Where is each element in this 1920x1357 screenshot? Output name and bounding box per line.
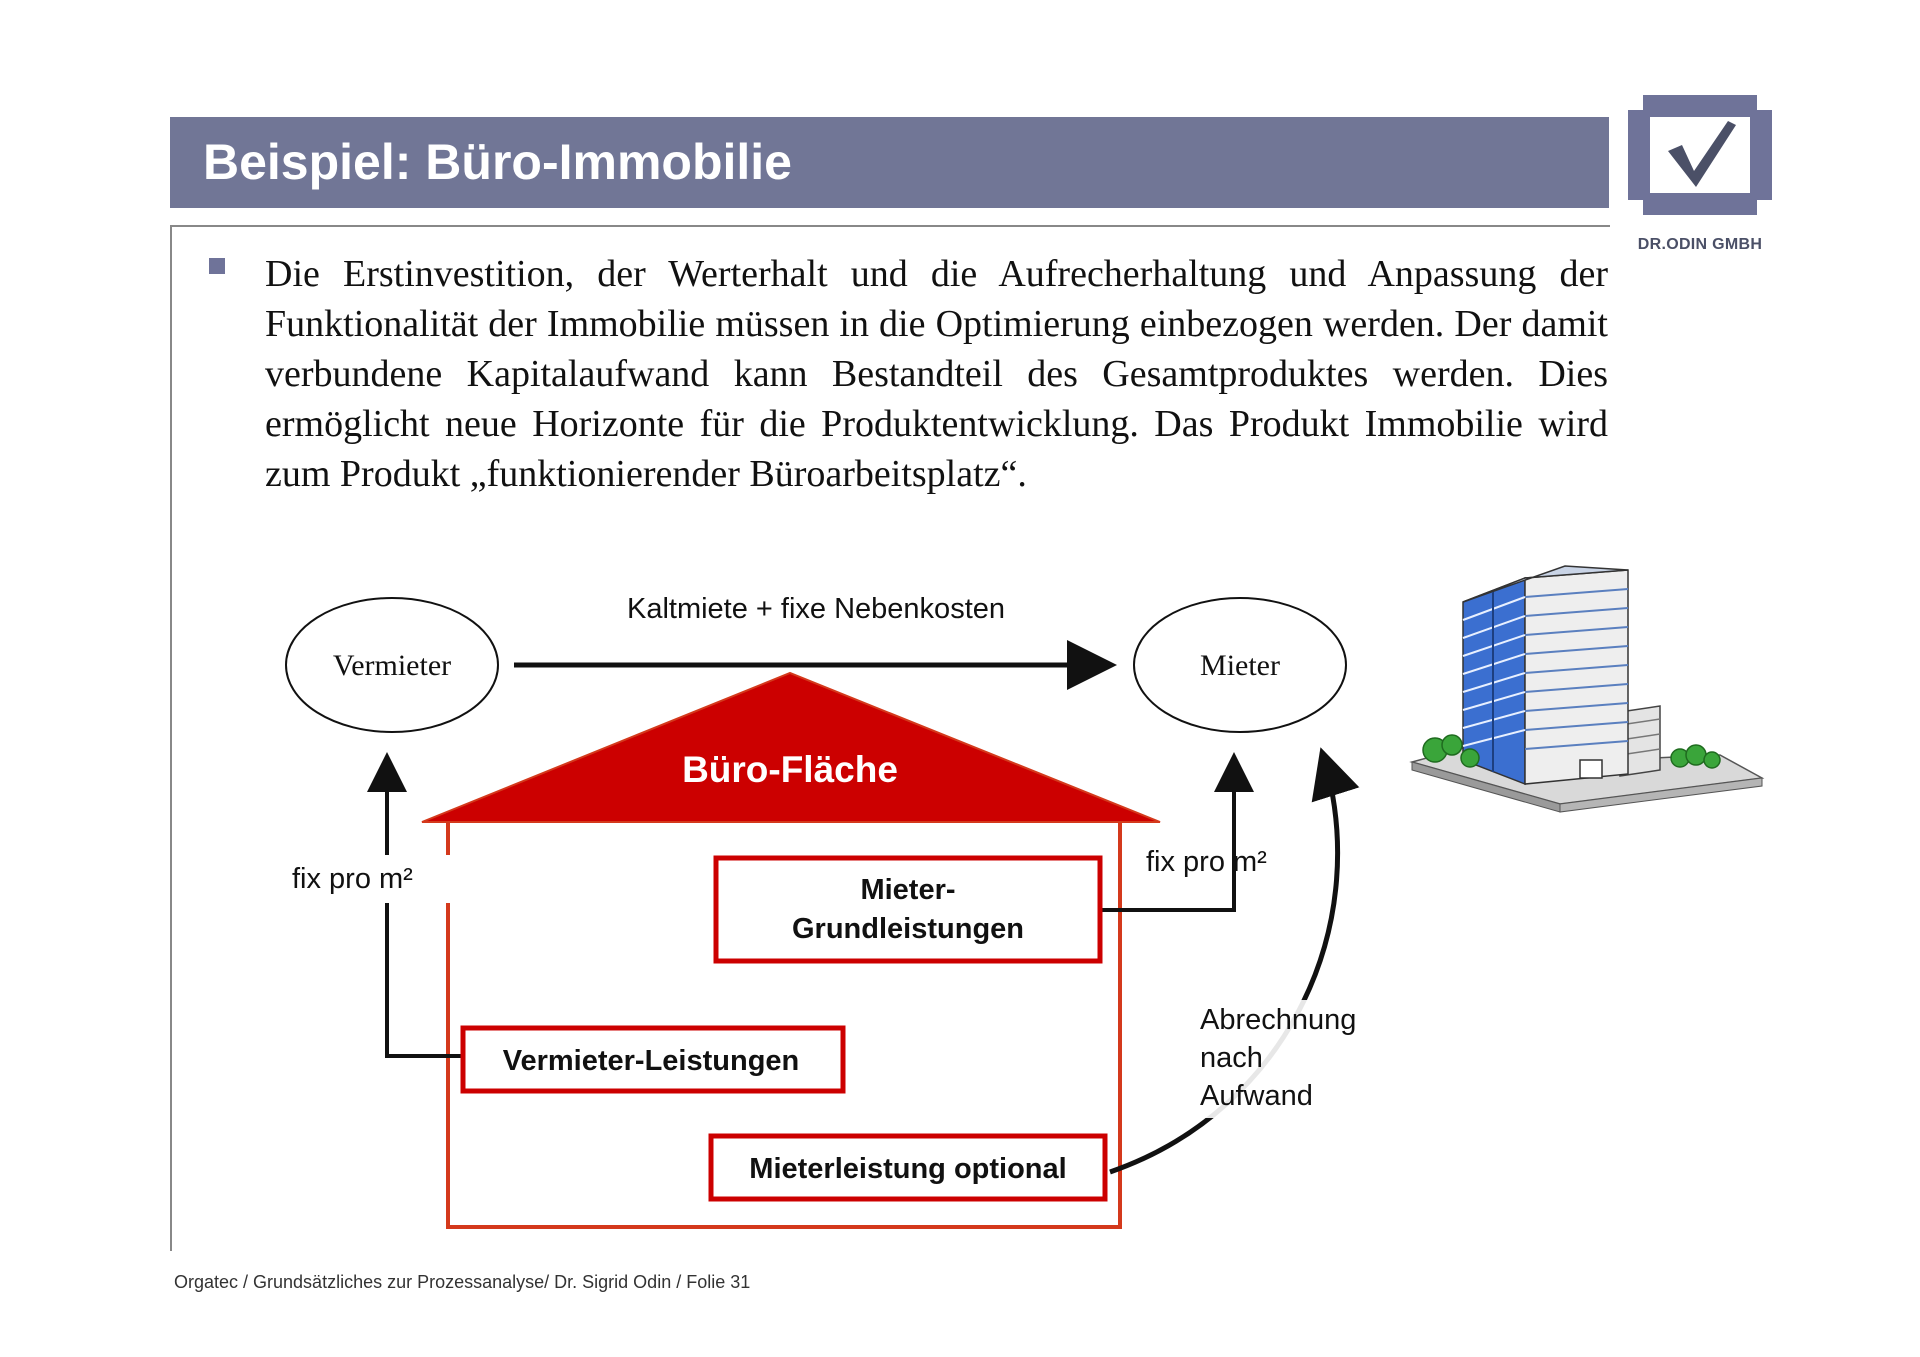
right-fix-label: fix pro m² — [1146, 846, 1267, 878]
house-roof — [421, 671, 1161, 823]
logo-text: DR.ODIN GMBH — [1637, 236, 1763, 253]
bullet-paragraph: Die Erstinvestition, der Werterhalt und … — [265, 253, 1608, 495]
roof-label: Büro-Fläche — [682, 749, 898, 790]
title-bar: Beispiel: Büro-Immobilie — [170, 117, 1609, 208]
billing-label-line1: Abrechnung — [1200, 1004, 1356, 1036]
rent-arrow-label: Kaltmiete + fixe Nebenkosten — [627, 593, 1005, 625]
billing-label-line2: nach — [1200, 1042, 1263, 1074]
checkmark-icon — [1628, 95, 1772, 215]
tenant-basic-services-line1: Mieter- — [860, 874, 955, 906]
landlord-label: Vermieter — [333, 649, 451, 682]
tenant-label: Mieter — [1200, 649, 1280, 682]
tenant-basic-services-box — [713, 855, 1103, 964]
landlord-ellipse — [285, 597, 499, 733]
landlord-services-box — [460, 1025, 846, 1094]
landlord-services-label: Vermieter-Leistungen — [503, 1045, 800, 1077]
bullet-marker — [209, 258, 225, 274]
tenant-ellipse — [1133, 597, 1347, 733]
frame-left-line — [170, 225, 172, 1251]
left-label-bg — [290, 855, 450, 903]
billing-label-line3: Aufwand — [1200, 1080, 1313, 1112]
right-connector-arrow — [1100, 752, 1254, 912]
frame-top-line — [170, 225, 1610, 227]
left-connector-arrow — [367, 752, 462, 1058]
footer-text: Orgatec / Grundsätzliches zur Prozessana… — [174, 1272, 751, 1292]
page-title: Beispiel: Büro-Immobilie — [203, 134, 792, 190]
billing-label-bg — [1195, 1000, 1385, 1118]
tenant-basic-services-line2: Grundleistungen — [792, 913, 1024, 945]
tenant-optional-box — [708, 1133, 1108, 1202]
tenant-optional-label: Mieterleistung optional — [749, 1153, 1066, 1185]
office-building-icon — [1409, 565, 1765, 813]
left-fix-label: fix pro m² — [292, 863, 413, 895]
